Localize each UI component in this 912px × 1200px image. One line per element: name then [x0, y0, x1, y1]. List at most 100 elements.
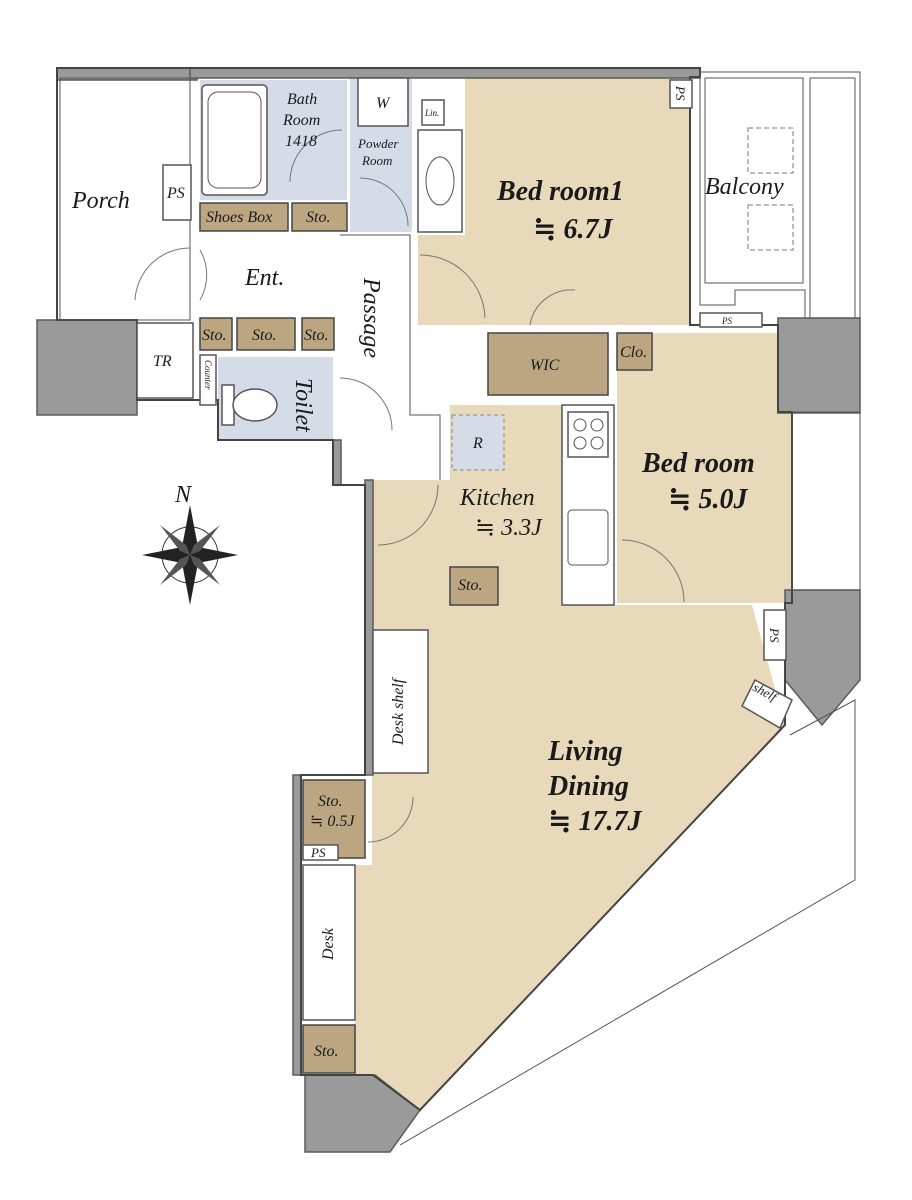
- desk-shelf-box: [372, 629, 429, 774]
- bedroom1-floor: [418, 77, 690, 325]
- compass-north-label: N: [174, 482, 193, 508]
- balcony-label: Balcony: [705, 174, 784, 200]
- counter-label: Counter: [203, 360, 213, 390]
- bathtub: [201, 84, 268, 196]
- bed2-window-strip: [791, 411, 861, 591]
- burner-4: [590, 436, 604, 450]
- sto-kitchen-area: [449, 566, 499, 606]
- door-arc-powder: [359, 177, 409, 227]
- door-arc-sto-small: [367, 796, 414, 843]
- washer-box: [357, 77, 409, 127]
- door-arc-bed1: [419, 254, 486, 319]
- desk-box: [302, 864, 356, 1021]
- counter-strip: [199, 354, 217, 406]
- bedroom2-size: ≒ 5.0J: [668, 484, 748, 515]
- living-size: ≒ 17.7J: [548, 806, 642, 837]
- clo-label: Clo.: [620, 344, 647, 361]
- living-balcony-line: [399, 699, 856, 1146]
- wall-entry: [332, 439, 342, 486]
- porch-label: Porch: [71, 188, 130, 214]
- wic-area: [487, 332, 609, 396]
- wall-left-living: [292, 774, 302, 1076]
- passage-walls: [340, 234, 441, 480]
- ps-bed1-label: PS: [673, 85, 688, 101]
- wic-label: WIC: [530, 357, 560, 374]
- bedroom1-name: Bed room1: [496, 176, 624, 207]
- bedroom2-name: Bed room: [641, 448, 755, 479]
- bath-label-1: Bath: [287, 91, 317, 108]
- washer-label: W: [376, 95, 391, 112]
- unit-outline: [56, 67, 793, 1112]
- burner-1: [573, 418, 587, 432]
- balcony-inner: [704, 77, 804, 284]
- wall-kitchen-left: [364, 479, 374, 776]
- tr-label: TR: [153, 353, 172, 370]
- door-arc-bath: [289, 129, 343, 183]
- sto-entry-label: Sto.: [306, 209, 330, 226]
- living-line1: Living: [547, 736, 623, 767]
- door-arc-ent: [199, 249, 208, 301]
- ps-right-box: [763, 609, 787, 661]
- bedroom1-size: ≒ 6.7J: [533, 214, 613, 245]
- toilet-bowl: [232, 388, 278, 422]
- sto1-area: [199, 317, 233, 351]
- kitchen-size: ≒ 3.3J: [475, 515, 543, 541]
- tr-box: [136, 322, 194, 399]
- ps-porch-box: [162, 164, 192, 221]
- stove: [567, 411, 609, 458]
- door-arc-bed2: [621, 539, 685, 603]
- sink-bowl: [425, 156, 455, 206]
- sto-bottom-area: [302, 1024, 356, 1074]
- powder-label-1: Powder: [357, 136, 399, 151]
- sto-bottom-label: Sto.: [314, 1043, 338, 1060]
- wall-pillar-right: [777, 317, 861, 414]
- ps-living-label: PS: [310, 845, 326, 860]
- sto-kitchen-label: Sto.: [458, 577, 482, 594]
- sto-small-size: ≒ 0.5J: [310, 813, 355, 830]
- ps-balcony-label: PS: [721, 316, 732, 326]
- living-line2: Dining: [547, 771, 629, 802]
- shoes-box-area: [199, 202, 289, 232]
- powder-counter: [417, 129, 463, 233]
- kitchen-sink: [567, 509, 609, 566]
- door-arc-kitchen: [377, 484, 439, 546]
- passage-label: Passage: [358, 277, 384, 358]
- balcony-unit-1: [747, 127, 794, 174]
- door-arc-toilet: [339, 377, 393, 431]
- ps-right-label: PS: [767, 627, 782, 643]
- ps-living-box: [302, 844, 339, 861]
- ps-porch-label: PS: [166, 185, 185, 202]
- bath-label-3: 1418: [285, 133, 317, 150]
- door-arc-porch: [134, 247, 191, 301]
- wall-top: [189, 67, 701, 79]
- burner-2: [590, 418, 604, 432]
- toilet-tank: [221, 384, 235, 426]
- fridge-label: R: [472, 435, 483, 452]
- wall-pillar-corner: [784, 589, 861, 727]
- sto3-label: Sto.: [304, 327, 328, 344]
- sto1-label: Sto.: [202, 327, 226, 344]
- ps-bed1-box: [669, 79, 693, 109]
- sto2-area: [236, 317, 296, 351]
- balcony-outline: [699, 71, 861, 319]
- desk-shelf-label: Desk shelf: [390, 676, 407, 746]
- kitchen-name: Kitchen: [459, 485, 535, 511]
- powder-label-2: Room: [361, 153, 392, 168]
- burner-3: [573, 436, 587, 450]
- balcony-unit-2: [747, 204, 794, 251]
- wall-pillar-left: [36, 319, 138, 416]
- linen-box: [421, 99, 445, 126]
- lin-label: Lin.: [424, 108, 439, 118]
- door-arc-wic: [529, 289, 576, 326]
- shelf-box: [741, 678, 793, 730]
- sto-entry-area: [291, 202, 348, 232]
- bath-label-2: Room: [282, 112, 320, 129]
- balcony-outer: [809, 77, 856, 319]
- sto3-area: [301, 317, 335, 351]
- shoes-box-label: Shoes Box: [206, 209, 272, 226]
- ent-label: Ent.: [244, 265, 284, 291]
- desk-label: Desk: [320, 927, 337, 961]
- clo-area: [616, 332, 653, 371]
- ps-balcony-box: [699, 312, 763, 328]
